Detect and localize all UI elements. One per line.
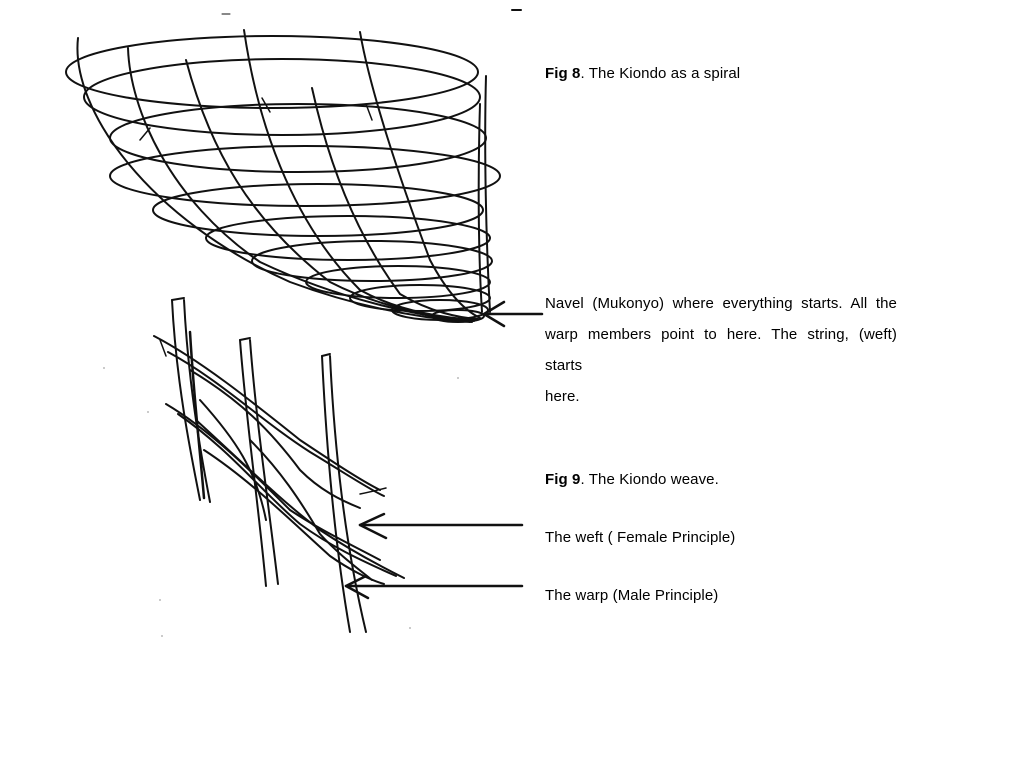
fig-9-caption: Fig 9. The Kiondo weave. bbox=[545, 464, 719, 495]
kiondo-spiral-sketch bbox=[65, 29, 501, 323]
navel-arrow-head bbox=[482, 300, 506, 328]
warp-line bbox=[359, 31, 481, 319]
weft-strand bbox=[165, 403, 381, 561]
speck bbox=[409, 627, 411, 629]
speck bbox=[161, 635, 163, 637]
spiral-ring bbox=[65, 35, 479, 109]
fig-9-number: Fig 9 bbox=[545, 471, 581, 488]
fig-8-title: . The Kiondo as a spiral bbox=[580, 65, 741, 82]
warp-stick-top bbox=[239, 337, 251, 341]
weft-strand bbox=[189, 369, 361, 509]
spiral-ring bbox=[251, 240, 493, 282]
warp-stick bbox=[321, 355, 351, 633]
warp-line bbox=[127, 47, 473, 323]
speck bbox=[147, 411, 149, 413]
weave-warp-sticks bbox=[159, 297, 367, 633]
warp-line bbox=[311, 87, 479, 320]
fig-9-title: . The Kiondo weave. bbox=[580, 471, 719, 488]
weft-strand bbox=[203, 449, 385, 585]
warp-stick-top bbox=[321, 353, 331, 357]
paper-specks bbox=[103, 367, 459, 637]
spiral-ring bbox=[83, 58, 481, 136]
warp-stick bbox=[249, 339, 279, 585]
navel-line-1: Navel (Mukonyo) where everything starts.… bbox=[545, 295, 897, 312]
kiondo-weave-sketch bbox=[153, 297, 405, 633]
navel-description: Navel (Mukonyo) where everything starts.… bbox=[545, 288, 897, 412]
warp-label: The warp (Male Principle) bbox=[545, 587, 719, 604]
warp-stick bbox=[239, 339, 267, 587]
spiral-ring bbox=[109, 103, 487, 173]
weft-arrow-head bbox=[358, 512, 388, 540]
speck bbox=[103, 367, 105, 369]
navel-arrow bbox=[482, 300, 544, 328]
weft-strand bbox=[199, 399, 267, 521]
weft-strand bbox=[153, 335, 381, 491]
weft-strand bbox=[359, 487, 387, 495]
warp-line bbox=[484, 75, 491, 313]
warp-stick bbox=[183, 299, 211, 503]
warp-stick bbox=[329, 355, 367, 633]
warp-arrow-head bbox=[344, 574, 370, 600]
navel-line-3: here. bbox=[545, 388, 580, 405]
weft-arrow bbox=[358, 512, 524, 540]
warp-tick bbox=[159, 339, 167, 357]
warp-arrow bbox=[344, 574, 524, 600]
speck bbox=[159, 599, 161, 601]
weft-strand bbox=[195, 419, 405, 579]
warp-tick bbox=[139, 127, 151, 141]
spiral-ring bbox=[305, 265, 491, 299]
fig-8-number: Fig 8 bbox=[545, 65, 581, 82]
warp-line bbox=[243, 29, 477, 321]
fig-8-caption: Fig 8. The Kiondo as a spiral bbox=[545, 58, 740, 89]
navel-line-2: warp members point to here. The string, … bbox=[545, 326, 897, 374]
spiral-warp-lines bbox=[76, 29, 491, 323]
warp-tick bbox=[365, 103, 373, 121]
warp-stick-top bbox=[171, 297, 185, 301]
warp-stick bbox=[171, 299, 201, 501]
spiral-ring bbox=[152, 183, 484, 237]
weft-label: The weft ( Female Principle) bbox=[545, 529, 736, 546]
warp-stick bbox=[188, 330, 206, 500]
spiral-ring bbox=[109, 145, 501, 207]
speck bbox=[457, 377, 459, 379]
warp-line bbox=[76, 37, 471, 323]
weft-strand bbox=[249, 439, 373, 581]
warp-line bbox=[477, 103, 483, 313]
warp-tick bbox=[261, 97, 271, 113]
spiral-ring bbox=[205, 215, 491, 261]
weft-strand bbox=[177, 413, 397, 577]
weft-strand bbox=[167, 351, 385, 497]
